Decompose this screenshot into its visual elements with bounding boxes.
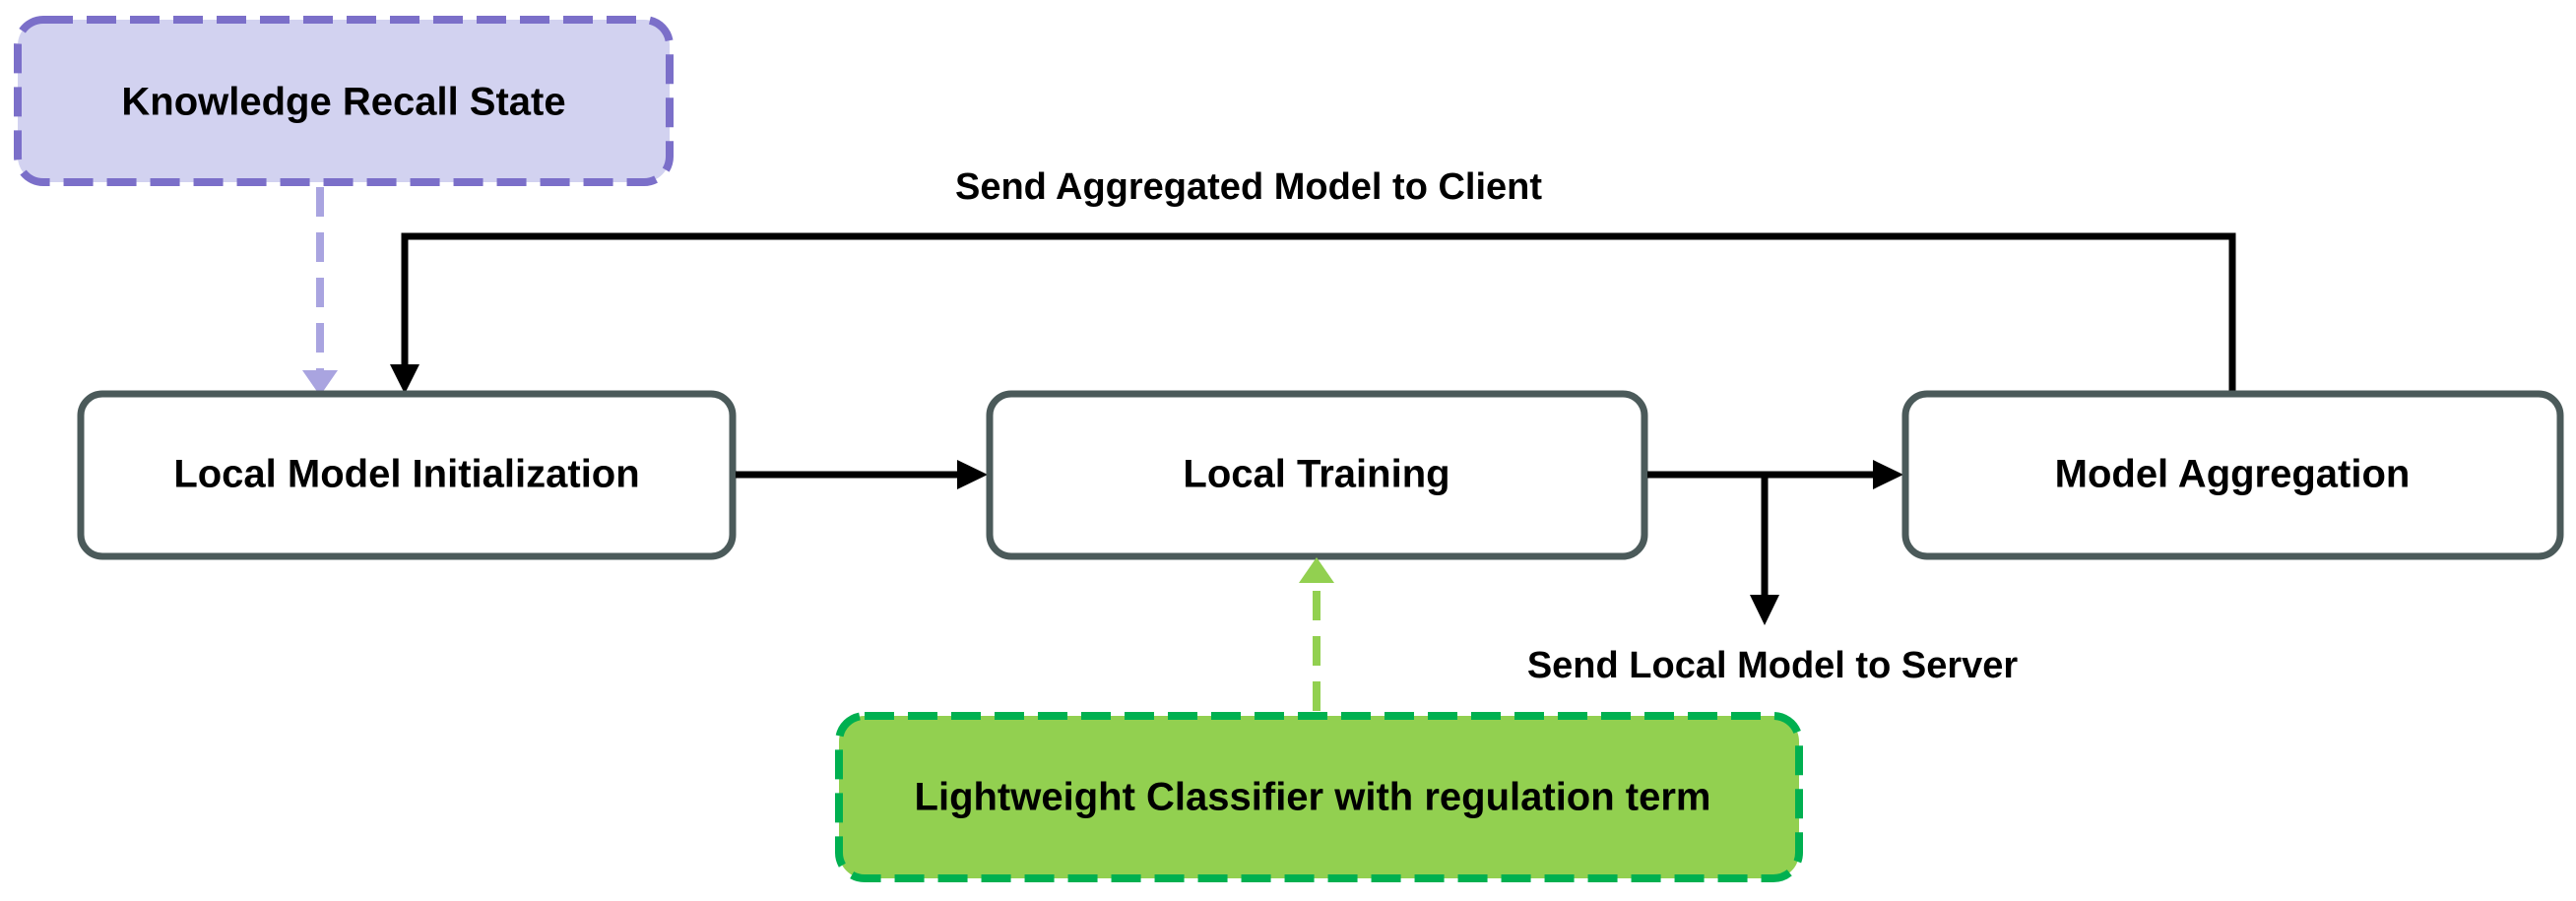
lightweight-classifier-node: Lightweight Classifier with regulation t… (835, 712, 1803, 882)
knowledge-recall-node: Knowledge Recall State (14, 16, 674, 186)
local-training-box (986, 390, 1648, 560)
lightweight-classifier-box (835, 712, 1803, 882)
aggregated-feedback-line (401, 232, 2236, 394)
classifier-arrow-head (1299, 557, 1334, 583)
local-init-node: Local Model Initialization (77, 390, 737, 560)
send-local-arrow-head (1750, 595, 1779, 625)
model-aggregation-box (1901, 390, 2564, 560)
model-aggregation-node: Model Aggregation (1901, 390, 2564, 560)
local-training-node: Local Training (986, 390, 1648, 560)
send-local-label: Send Local Model to Server (1527, 645, 2019, 686)
lightweight-classifier-label: Lightweight Classifier with regulation t… (915, 776, 1711, 819)
local-training-label: Local Training (1183, 453, 1449, 496)
knowledge-recall-box (14, 16, 674, 186)
training-to-aggregation-arrow-head (1873, 460, 1903, 489)
recall-arrow-head (302, 370, 338, 396)
init-to-training-arrow-head (957, 460, 988, 489)
local-init-label: Local Model Initialization (173, 453, 639, 496)
send-aggregated-label: Send Aggregated Model to Client (955, 166, 1542, 208)
aggregated-arrow-head (390, 364, 419, 394)
knowledge-recall-label: Knowledge Recall State (121, 81, 565, 124)
local-init-box (77, 390, 737, 560)
model-aggregation-label: Model Aggregation (2055, 453, 2411, 496)
